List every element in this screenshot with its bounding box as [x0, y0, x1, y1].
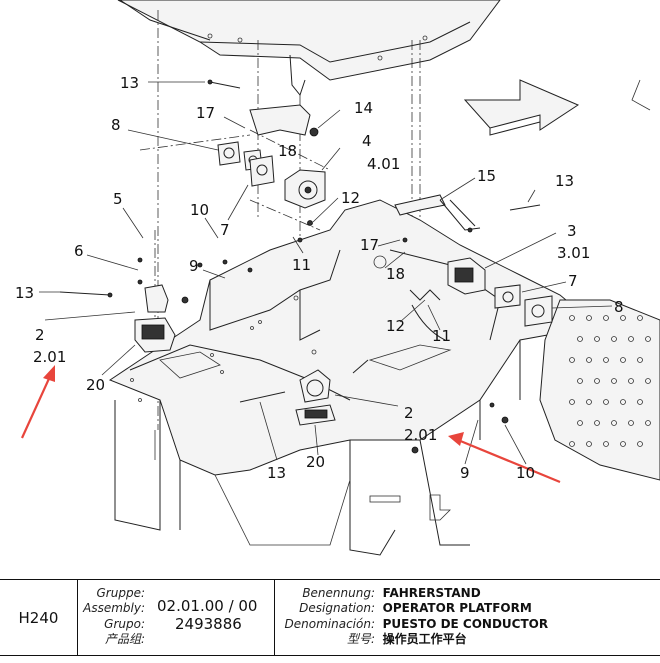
model-cell: H240 — [0, 580, 78, 655]
perforation-hole — [586, 399, 592, 405]
perforation-hole — [620, 315, 626, 321]
callout-13: 13 — [267, 464, 286, 482]
callout-15: 15 — [477, 167, 496, 185]
callout-8: 8 — [614, 298, 624, 316]
callout-2: 2 — [35, 326, 45, 344]
perforation-hole — [586, 357, 592, 363]
callout-12: 12 — [386, 317, 405, 335]
perforation-hole — [603, 399, 609, 405]
upper-frame — [117, 0, 501, 97]
label-grupo: Grupo: — [104, 617, 145, 631]
callout-7: 7 — [568, 272, 578, 290]
label-benennung: Benennung: — [302, 586, 375, 600]
callout-10: 10 — [190, 201, 209, 219]
callout-5: 5 — [113, 190, 123, 208]
callout-10: 10 — [516, 464, 535, 482]
callout-12: 12 — [341, 189, 360, 207]
callout-3-01: 3.01 — [557, 244, 590, 262]
perforation-hole — [603, 357, 609, 363]
callout-labels: 13 14 17 8 18 4 4.01 12 5 10 7 15 13 3 3… — [15, 74, 624, 482]
direction-arrow-icon — [463, 79, 651, 136]
perforation-hole — [620, 357, 626, 363]
label-chanpinzu: 产品组: — [104, 632, 145, 646]
side-panel — [539, 299, 660, 481]
perforation-hole — [586, 315, 592, 321]
callout-8: 8 — [111, 116, 121, 134]
perforation-hole — [628, 420, 634, 426]
label-assembly: Assembly: — [83, 601, 145, 615]
perforation-hole — [645, 378, 651, 384]
group-number: 02.01.00 / 00 — [157, 597, 258, 615]
perforation-hole — [603, 315, 609, 321]
perforation-hole — [620, 441, 626, 447]
perforation-hole — [586, 441, 592, 447]
callout-11: 11 — [292, 256, 311, 274]
name-es: PUESTO DE CONDUCTOR — [382, 617, 549, 631]
annotation-arrows — [20, 365, 561, 484]
callout-13: 13 — [120, 74, 139, 92]
perforation-hole — [603, 441, 609, 447]
callout-2-01: 2.01 — [404, 426, 437, 444]
perforation-hole — [577, 420, 583, 426]
perforation-hole — [569, 399, 575, 405]
perforation-hole — [628, 336, 634, 342]
callout-6: 6 — [74, 242, 84, 260]
callout-17: 17 — [196, 104, 215, 122]
part-number: 2493886 — [175, 615, 242, 633]
callout-9: 9 — [189, 257, 199, 275]
name-zh: 操作员工作平台 — [382, 632, 467, 646]
callout-13: 13 — [15, 284, 34, 302]
name-cell: Benennung: FAHRERSTAND Designation: OPER… — [274, 580, 660, 655]
label-denominacion: Denominación: — [284, 617, 375, 631]
callout-20: 20 — [306, 453, 325, 471]
group-cell: Gruppe: Assembly: Grupo: 产品组: 02.01.00 /… — [77, 580, 275, 655]
callout-4-01: 4.01 — [367, 155, 400, 173]
parts — [59, 79, 553, 454]
callout-14: 14 — [354, 99, 373, 117]
title-block: H240 Gruppe: Assembly: Grupo: 产品组: 02.01… — [0, 579, 660, 656]
callout-2: 2 — [404, 404, 414, 422]
perforation-hole — [611, 378, 617, 384]
model-number: H240 — [18, 608, 59, 627]
perforation-hole — [637, 399, 643, 405]
exploded-assembly-drawing: 13 14 17 8 18 4 4.01 12 5 10 7 15 13 3 3… — [15, 0, 660, 556]
perforation-hole — [645, 420, 651, 426]
perforation-hole — [569, 441, 575, 447]
label-designation: Designation: — [299, 601, 375, 615]
callout-17: 17 — [360, 236, 379, 254]
perforation-hole — [611, 420, 617, 426]
callout-2-01: 2.01 — [33, 348, 66, 366]
perforation-hole — [628, 378, 634, 384]
perforation-hole — [577, 336, 583, 342]
callout-3: 3 — [567, 222, 577, 240]
perforation-hole — [620, 399, 626, 405]
perforation-hole — [637, 441, 643, 447]
perforation-hole — [637, 315, 643, 321]
perforation-hole — [645, 336, 651, 342]
callout-18: 18 — [386, 265, 405, 283]
callout-4: 4 — [362, 132, 372, 150]
perforation-hole — [637, 357, 643, 363]
callout-11: 11 — [432, 327, 451, 345]
callout-18: 18 — [278, 142, 297, 160]
label-gruppe: Gruppe: — [96, 586, 146, 600]
perforation-hole — [594, 336, 600, 342]
callout-9: 9 — [460, 464, 470, 482]
leader-lines — [39, 81, 613, 465]
callout-20: 20 — [86, 376, 105, 394]
name-en: OPERATOR PLATFORM — [382, 601, 532, 615]
perforation-hole — [594, 378, 600, 384]
platform-frame — [108, 199, 591, 556]
perforation-hole — [594, 420, 600, 426]
label-xinghao: 型号: — [346, 632, 375, 646]
perforation-hole — [611, 336, 617, 342]
callout-7: 7 — [220, 221, 230, 239]
callout-13: 13 — [555, 172, 574, 190]
name-de: FAHRERSTAND — [382, 586, 481, 600]
perforation-hole — [569, 357, 575, 363]
perforation-hole — [577, 378, 583, 384]
perforation-hole — [569, 315, 575, 321]
